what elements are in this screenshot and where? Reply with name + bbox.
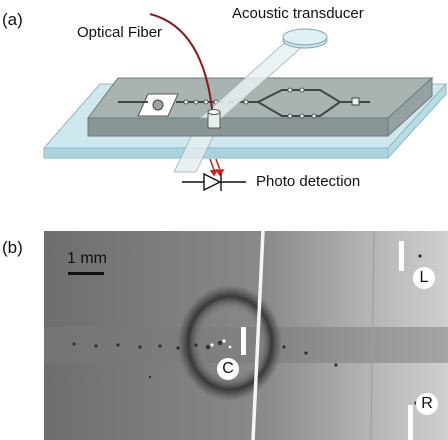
microscope-image [44, 231, 448, 440]
bright-particles [210, 339, 232, 349]
marker-bar-l [399, 241, 404, 271]
glass-slide-front [43, 147, 389, 159]
dark-spot [178, 285, 282, 401]
glass-slide-side [387, 82, 447, 160]
panel-b-label: (b) [2, 238, 23, 257]
marker-r-label: R [421, 395, 433, 412]
edge-line-right [370, 231, 375, 440]
photodiode-icon [182, 172, 246, 192]
light-arrows-icon [209, 158, 225, 177]
marker-r: R [416, 393, 438, 415]
fiber-ferrule-top [207, 109, 221, 115]
chip-side-face [387, 76, 433, 138]
chip-front-face [87, 117, 389, 137]
scale-bar [68, 272, 104, 275]
marker-l: L [413, 267, 435, 289]
marker-c: C [217, 358, 239, 380]
inlet-hole-icon [152, 99, 164, 111]
fiber-line-in-image [251, 231, 265, 440]
marker-c-label: C [222, 360, 234, 377]
setup-schematic [42, 13, 448, 192]
particle-dots [72, 254, 422, 405]
marker-bar-r [408, 405, 413, 440]
transducer-disc-rim [282, 28, 328, 46]
scale-bar-label: 1 mm [67, 250, 107, 267]
optical-fiber-line [149, 13, 214, 119]
panel-a-label: (a) [2, 10, 23, 29]
acoustic-transducer-label: Acoustic transducer [232, 5, 364, 22]
marker-l-label: L [419, 269, 429, 286]
marker-bar-c [241, 327, 246, 355]
optical-fiber-label: Optical Fiber [77, 24, 163, 41]
outlet-port [351, 97, 360, 106]
photo-detection-label: Photo detection [256, 173, 361, 190]
